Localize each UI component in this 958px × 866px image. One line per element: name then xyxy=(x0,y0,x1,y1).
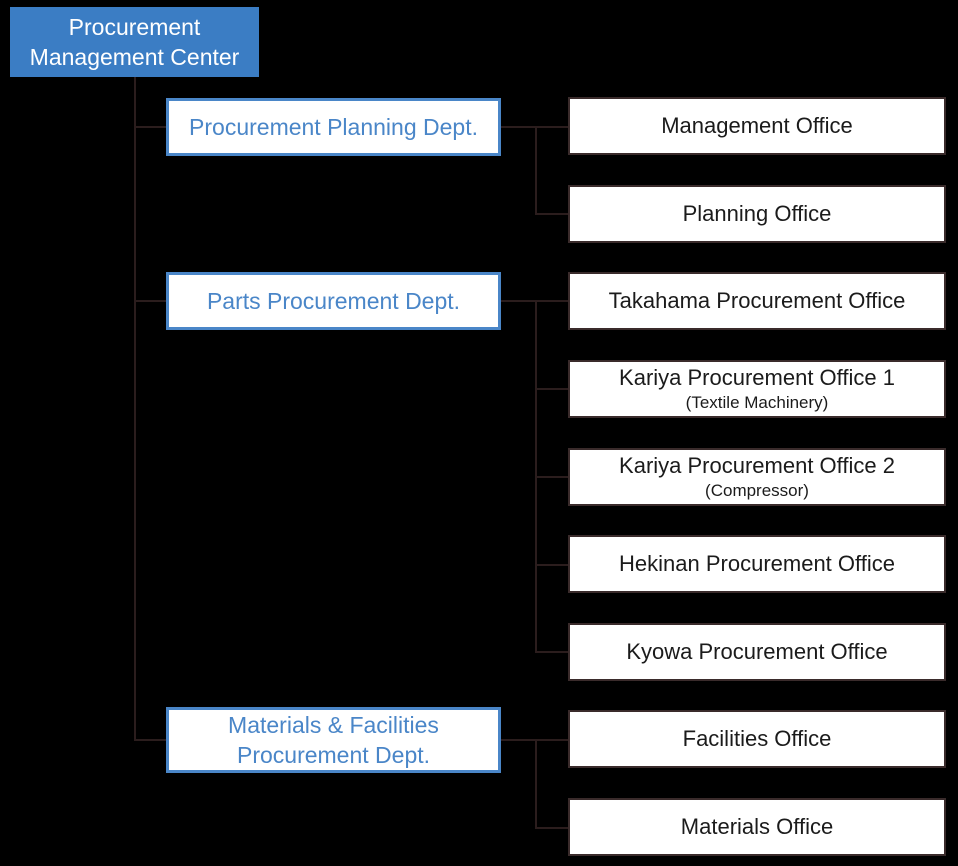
office-1-label: Management Office xyxy=(661,113,853,138)
root-title-line-1: Procurement xyxy=(68,14,201,40)
office-2-label: Planning Office xyxy=(682,201,832,226)
node-materials-facilities-procurement-dept[interactable]: Materials & Facilities Procurement Dept. xyxy=(166,707,501,773)
node-hekinan-procurement-office[interactable]: Hekinan Procurement Office xyxy=(568,535,946,593)
node-management-office[interactable]: Management Office xyxy=(568,97,946,155)
node-procurement-planning-dept[interactable]: Procurement Planning Dept. xyxy=(166,98,501,156)
dept-1-stub-office-2 xyxy=(535,213,570,215)
node-takahama-procurement-office[interactable]: Takahama Procurement Office xyxy=(568,272,946,330)
node-facilities-office[interactable]: Facilities Office xyxy=(568,710,946,768)
office-4-sublabel: (Textile Machinery) xyxy=(685,393,829,412)
root-title-line-2: Management Center xyxy=(29,44,240,70)
office-6-label: Hekinan Procurement Office xyxy=(619,551,895,576)
node-parts-procurement-dept[interactable]: Parts Procurement Dept. xyxy=(166,272,501,330)
trunk-stub-dept-3 xyxy=(134,739,168,741)
dept-1-label-line-1: Procurement Planning Dept. xyxy=(189,114,478,140)
dept-2-stub-office-3 xyxy=(535,476,570,478)
dept-2-stub-office-1 xyxy=(535,300,570,302)
node-kyowa-procurement-office[interactable]: Kyowa Procurement Office xyxy=(568,623,946,681)
office-9-label: Materials Office xyxy=(680,814,834,839)
dept-3-branch-spine xyxy=(535,739,537,828)
office-3-label: Takahama Procurement Office xyxy=(608,288,906,313)
dept-3-stub-office-1 xyxy=(535,739,570,741)
dept-1-branch-spine xyxy=(535,126,537,215)
node-materials-office[interactable]: Materials Office xyxy=(568,798,946,856)
office-5-label: Kariya Procurement Office 2 xyxy=(619,453,895,478)
dept-3-label-line-2: Procurement Dept. xyxy=(236,742,431,768)
dept-1-outlet-line xyxy=(501,126,537,128)
dept-2-stub-office-2 xyxy=(535,388,570,390)
dept-3-stub-office-2 xyxy=(535,827,570,829)
office-4-label: Kariya Procurement Office 1 xyxy=(619,365,895,390)
dept-3-outlet-line xyxy=(501,739,537,741)
dept-2-stub-office-5 xyxy=(535,651,570,653)
node-procurement-management-center[interactable]: Procurement Management Center xyxy=(10,7,259,77)
dept-2-stub-office-4 xyxy=(535,564,570,566)
dept-3-label-line-1: Materials & Facilities xyxy=(228,712,439,738)
node-kariya-procurement-office-2[interactable]: Kariya Procurement Office 2 (Compressor) xyxy=(568,448,946,506)
office-5-sublabel: (Compressor) xyxy=(705,481,809,500)
office-7-label: Kyowa Procurement Office xyxy=(626,639,888,664)
dept-1-stub-office-1 xyxy=(535,126,570,128)
trunk-stub-dept-2 xyxy=(134,300,168,302)
node-kariya-procurement-office-1[interactable]: Kariya Procurement Office 1 (Textile Mac… xyxy=(568,360,946,418)
trunk-stub-dept-1 xyxy=(134,126,168,128)
node-planning-office[interactable]: Planning Office xyxy=(568,185,946,243)
trunk-vertical-line xyxy=(134,77,136,741)
dept-2-outlet-line xyxy=(501,300,537,302)
dept-2-label-line-1: Parts Procurement Dept. xyxy=(206,288,461,314)
office-8-label: Facilities Office xyxy=(682,726,832,751)
